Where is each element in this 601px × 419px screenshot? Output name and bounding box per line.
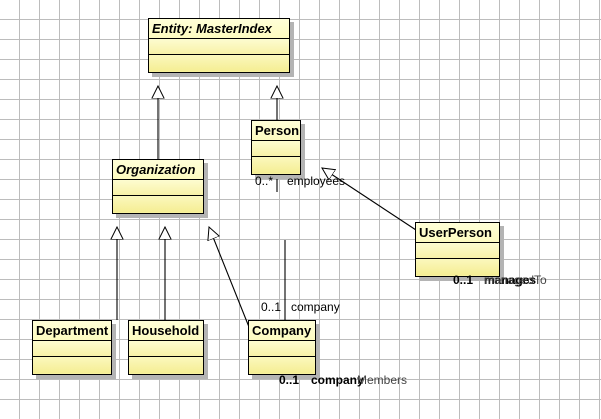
edge-label-userperson-manages-multiplicity: 0..1 bbox=[453, 273, 474, 287]
class-attributes-compartment bbox=[416, 243, 499, 259]
class-operations-compartment bbox=[416, 259, 499, 275]
class-box-userperson[interactable]: UserPerson bbox=[415, 222, 500, 277]
class-name-department: Department bbox=[33, 321, 111, 341]
class-operations-compartment bbox=[149, 55, 289, 71]
class-operations-compartment bbox=[249, 357, 315, 373]
class-name-person: Person bbox=[252, 121, 300, 141]
class-box-company[interactable]: Company bbox=[248, 320, 316, 375]
class-name-userperson: UserPerson bbox=[416, 223, 499, 243]
class-box-household[interactable]: Household bbox=[128, 320, 204, 375]
class-name-organization: Organization bbox=[113, 160, 203, 180]
edge-label-userperson-manages-role-primary: manages bbox=[484, 273, 537, 287]
class-operations-compartment bbox=[33, 357, 111, 373]
class-box-organization[interactable]: Organization bbox=[112, 159, 204, 214]
class-operations-compartment bbox=[113, 196, 203, 212]
edge-label-company-company-role: company bbox=[291, 300, 340, 314]
edge-label-person-employees-role: employees bbox=[287, 174, 346, 188]
class-attributes-compartment bbox=[149, 39, 289, 55]
generalization-company-to-organization bbox=[209, 227, 252, 333]
edge-label-company-members-multiplicity: 0..1 bbox=[279, 373, 300, 387]
class-attributes-compartment bbox=[113, 180, 203, 196]
class-box-department[interactable]: Department bbox=[32, 320, 112, 375]
class-attributes-compartment bbox=[252, 141, 300, 157]
edge-label-company-members-role-primary: company bbox=[311, 373, 364, 387]
edge-label-userperson-manages-role-secondary: managedTo bbox=[484, 273, 547, 287]
class-attributes-compartment bbox=[249, 341, 315, 357]
class-operations-compartment bbox=[252, 157, 300, 173]
class-name-household: Household bbox=[129, 321, 203, 341]
class-attributes-compartment bbox=[129, 341, 203, 357]
class-name-company: Company bbox=[249, 321, 315, 341]
class-box-entity-masterindex[interactable]: Entity: MasterIndex bbox=[148, 18, 290, 73]
edge-label-person-employees-multiplicity: 0..* bbox=[255, 174, 274, 188]
edge-label-company-company-multiplicity: 0..1 bbox=[261, 300, 282, 314]
class-box-person[interactable]: Person bbox=[251, 120, 301, 175]
class-name-entity-masterindex: Entity: MasterIndex bbox=[149, 19, 289, 39]
edge-label-company-members-role-secondary: Members bbox=[357, 373, 408, 387]
class-attributes-compartment bbox=[33, 341, 111, 357]
class-operations-compartment bbox=[129, 357, 203, 373]
